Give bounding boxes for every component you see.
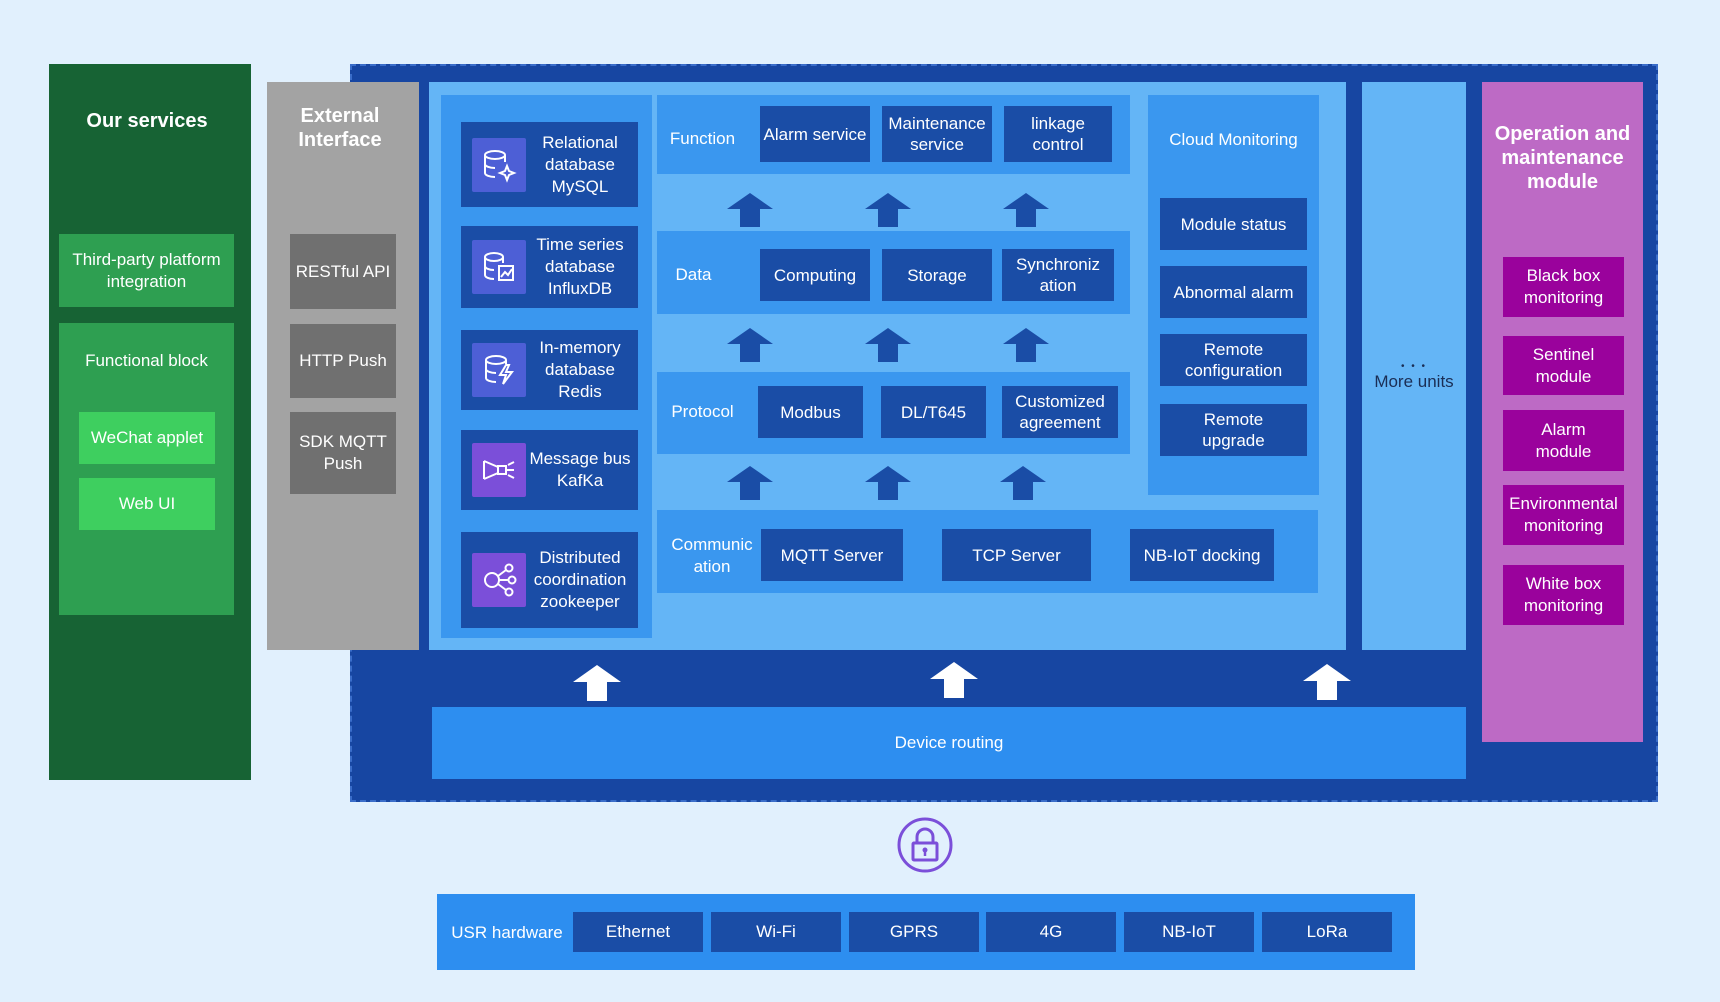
functional-block-title: Functional block bbox=[85, 351, 208, 370]
web-ui-button[interactable]: Web UI bbox=[79, 478, 215, 530]
up-arrow-icon bbox=[1003, 328, 1049, 362]
remote-upgrade-box[interactable]: Remote upgrade bbox=[1160, 404, 1307, 456]
protocol-layer-label: Protocol bbox=[671, 402, 734, 421]
lock-icon bbox=[897, 817, 953, 873]
up-arrow-icon bbox=[865, 193, 911, 227]
db-card-influxdb[interactable]: Time series database InfluxDB bbox=[461, 226, 638, 308]
our-services-title: Our services bbox=[86, 109, 208, 132]
black-box-monitoring-box[interactable]: Black box monitoring bbox=[1503, 257, 1624, 317]
om-module-title: Operation and maintenance module bbox=[1494, 123, 1631, 193]
function-layer-label: Function bbox=[669, 129, 736, 148]
db-card-kafka[interactable]: Message bus KafKa bbox=[461, 430, 638, 510]
wifi-box[interactable]: Wi-Fi bbox=[711, 912, 841, 952]
linkage-control-box[interactable]: linkage control bbox=[1004, 106, 1112, 162]
external-interface-title: External Interface bbox=[298, 105, 382, 151]
dlt645-box[interactable]: DL/T645 bbox=[881, 386, 986, 438]
usr-hardware-label: USR hardware bbox=[451, 923, 563, 942]
alarm-module-box[interactable]: Alarm module bbox=[1503, 410, 1624, 471]
communication-layer-label: Communication bbox=[671, 535, 753, 576]
network-nodes-icon bbox=[472, 553, 526, 607]
customized-agreement-box[interactable]: Customized agreement bbox=[1002, 386, 1118, 438]
lora-box[interactable]: LoRa bbox=[1262, 912, 1392, 952]
nb-iot-docking-box[interactable]: NB-IoT docking bbox=[1130, 529, 1274, 581]
up-arrow-icon bbox=[727, 328, 773, 362]
data-layer-label: Data bbox=[675, 265, 712, 284]
more-units-text: More units bbox=[1374, 372, 1454, 391]
up-arrow-icon bbox=[1303, 664, 1351, 700]
functional-block-panel bbox=[59, 323, 234, 615]
environmental-monitoring-box[interactable]: Environmental monitoring bbox=[1503, 485, 1624, 545]
gprs-box[interactable]: GPRS bbox=[849, 912, 979, 952]
nb-iot-box[interactable]: NB-IoT bbox=[1124, 912, 1254, 952]
modbus-box[interactable]: Modbus bbox=[758, 386, 863, 438]
4g-box[interactable]: 4G bbox=[986, 912, 1116, 952]
up-arrow-icon bbox=[865, 328, 911, 362]
up-arrow-icon bbox=[727, 193, 773, 227]
db-card-redis[interactable]: In-memory database Redis bbox=[461, 330, 638, 410]
storage-box[interactable]: Storage bbox=[882, 249, 992, 301]
ellipsis-icon: • • • bbox=[1400, 361, 1428, 372]
db-label-redis: In-memory database Redis bbox=[539, 338, 621, 401]
up-arrow-icon bbox=[865, 466, 911, 500]
up-arrow-icon bbox=[727, 466, 773, 500]
alarm-service-box[interactable]: Alarm service bbox=[760, 106, 870, 162]
up-arrow-icon bbox=[930, 662, 978, 698]
db-card-zookeeper[interactable]: Distributed coordination zookeeper bbox=[461, 532, 638, 628]
db-label-influxdb: Time series database InfluxDB bbox=[536, 235, 624, 298]
cloud-monitoring-title: Cloud Monitoring bbox=[1169, 130, 1298, 149]
computing-box[interactable]: Computing bbox=[760, 249, 870, 301]
abnormal-alarm-box[interactable]: Abnormal alarm bbox=[1160, 266, 1307, 318]
ethernet-box[interactable]: Ethernet bbox=[573, 912, 703, 952]
db-label-kafka: Message bus KafKa bbox=[529, 449, 631, 490]
db-label-mysql: Relational database MySQL bbox=[542, 132, 618, 196]
up-arrow-icon bbox=[1000, 466, 1046, 500]
http-push-box[interactable]: HTTP Push bbox=[290, 324, 396, 398]
sdk-mqtt-push-box[interactable]: SDK MQTT Push bbox=[290, 412, 396, 494]
database-lightning-icon bbox=[472, 343, 526, 397]
db-card-mysql[interactable]: Relational database MySQL bbox=[461, 122, 638, 207]
maintenance-service-box[interactable]: Maintenance service bbox=[882, 106, 992, 162]
sentinel-module-box[interactable]: Sentinel module bbox=[1503, 336, 1624, 395]
up-arrow-icon bbox=[1003, 193, 1049, 227]
database-sparkle-icon bbox=[472, 137, 526, 192]
more-units-panel bbox=[1362, 82, 1466, 650]
synchronization-box[interactable]: Synchronization bbox=[1002, 249, 1114, 301]
white-box-monitoring-box[interactable]: White box monitoring bbox=[1503, 565, 1624, 625]
module-status-box[interactable]: Module status bbox=[1160, 198, 1307, 250]
more-units-label[interactable]: • • • More units bbox=[1362, 352, 1466, 402]
db-label-zookeeper: Distributed coordination zookeeper bbox=[533, 548, 627, 611]
up-arrow-icon bbox=[573, 665, 621, 701]
restful-api-box[interactable]: RESTful API bbox=[290, 234, 396, 309]
third-party-integration-box[interactable]: Third-party platform integration bbox=[59, 234, 234, 307]
tcp-server-box[interactable]: TCP Server bbox=[942, 529, 1091, 581]
database-chart-icon bbox=[472, 240, 526, 294]
remote-configuration-box[interactable]: Remote configuration bbox=[1160, 334, 1307, 386]
device-routing-bar[interactable]: Device routing bbox=[432, 707, 1466, 779]
message-bus-icon bbox=[472, 443, 526, 497]
wechat-applet-button[interactable]: WeChat applet bbox=[79, 412, 215, 464]
mqtt-server-box[interactable]: MQTT Server bbox=[761, 529, 903, 581]
